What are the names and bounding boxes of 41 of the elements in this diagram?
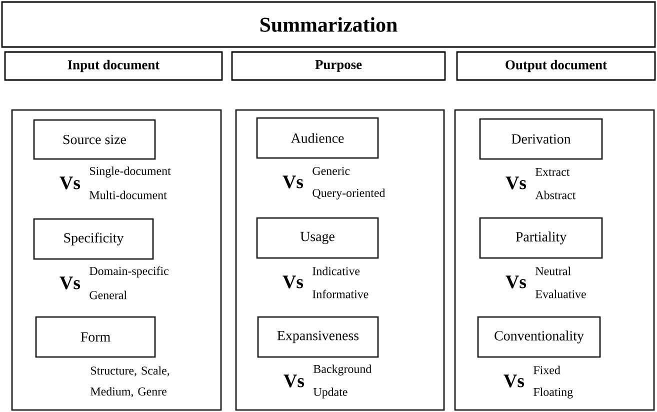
- option-text: Neutral: [536, 266, 571, 276]
- option-text: Query-oriented: [312, 188, 386, 200]
- option-text: Domain-specific: [90, 266, 169, 278]
- vs-label: Vs: [506, 176, 526, 190]
- category-box: Usage: [256, 217, 379, 259]
- vs-label: Vs: [504, 374, 524, 388]
- vs-label: Vs: [284, 374, 304, 388]
- vs-label: Vs: [282, 176, 304, 188]
- option-text: Multi-document: [90, 190, 167, 200]
- column-header-box: Input document: [4, 51, 223, 81]
- option-text: Fixed: [534, 366, 560, 374]
- category-box: Source size: [33, 119, 156, 160]
- option-text: Generic: [312, 166, 350, 176]
- option-text: Informative: [312, 290, 368, 298]
- column-header-box: Output document: [456, 51, 656, 81]
- column-header-box: Purpose: [231, 51, 446, 81]
- category-box: Audience: [256, 117, 379, 159]
- category-box: Conventionality: [477, 316, 601, 358]
- option-text: Extract: [536, 168, 570, 176]
- title-box: Summarization: [1, 1, 656, 48]
- option-text: Update: [313, 388, 348, 398]
- category-box: Derivation: [479, 118, 603, 160]
- category-box: Specificity: [33, 218, 154, 260]
- category-box: Form: [35, 316, 156, 358]
- vs-label: Vs: [506, 276, 526, 288]
- option-text: Structure, Scale, Medium, Genre: [90, 366, 170, 398]
- option-text: Floating: [534, 388, 573, 398]
- option-text: Indicative: [312, 266, 360, 276]
- option-text: Evaluative: [536, 290, 586, 298]
- column-panel: [11, 109, 222, 411]
- vs-label: Vs: [282, 276, 304, 288]
- option-text: Single-document: [90, 166, 171, 178]
- option-text: Abstract: [535, 190, 576, 200]
- category-box: Expansiveness: [257, 316, 379, 358]
- column-panel: [235, 109, 445, 411]
- category-box: Partiality: [479, 217, 603, 259]
- column-panel: [454, 109, 655, 411]
- option-text: General: [90, 290, 127, 300]
- option-text: Background: [314, 364, 372, 376]
- vs-label: Vs: [60, 176, 80, 190]
- vs-label: Vs: [60, 276, 80, 290]
